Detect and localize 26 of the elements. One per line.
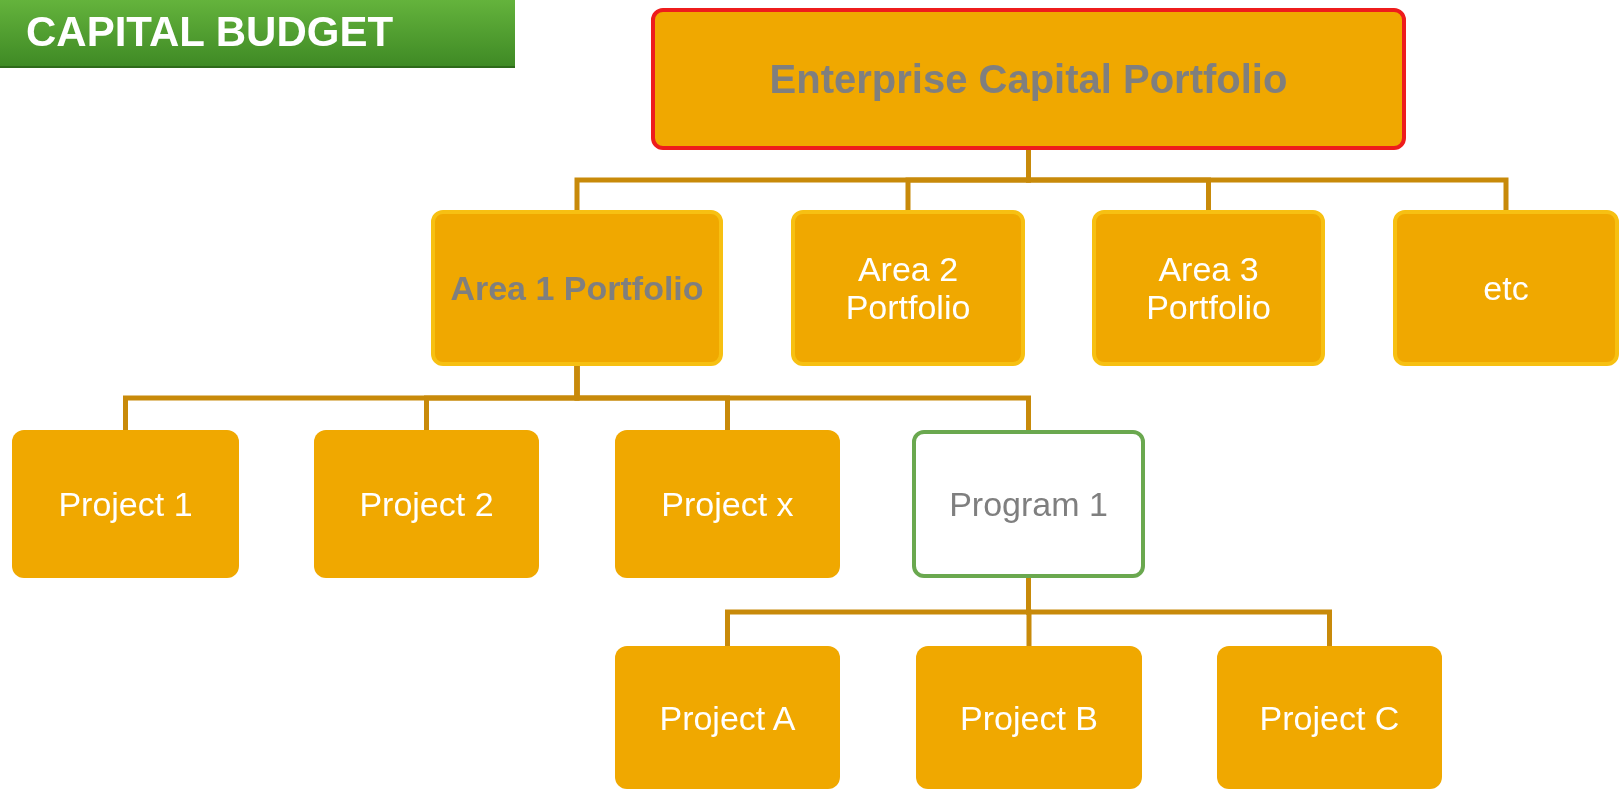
box-label: Project C bbox=[1258, 698, 1401, 737]
box-label: Project x bbox=[660, 485, 795, 523]
box-label: Project B bbox=[959, 698, 1099, 737]
org-box bbox=[12, 430, 239, 578]
box-label: Project 2 bbox=[358, 485, 495, 523]
box-label: Area 1 Portfolio bbox=[449, 269, 705, 307]
org-box bbox=[1393, 210, 1619, 366]
box-label: Program 1 bbox=[948, 485, 1109, 523]
title-banner: CAPITAL BUDGET bbox=[0, 0, 515, 68]
org-box bbox=[1092, 210, 1325, 366]
box-label: etc bbox=[1482, 269, 1530, 307]
org-box bbox=[651, 8, 1406, 150]
connector-line bbox=[574, 366, 1031, 430]
org-box bbox=[314, 430, 539, 578]
org-box bbox=[916, 646, 1142, 789]
connector-line bbox=[1026, 150, 1509, 210]
box-label: Project A bbox=[658, 698, 797, 737]
box-label: Area 3 Portfolio bbox=[1145, 250, 1272, 326]
box-label: Area 2 Portfolio bbox=[844, 250, 972, 326]
org-box bbox=[1217, 646, 1442, 789]
org-box bbox=[431, 210, 723, 366]
org-box bbox=[912, 430, 1145, 578]
org-box bbox=[615, 646, 840, 789]
box-label: Project 1 bbox=[57, 485, 194, 523]
org-box bbox=[791, 210, 1025, 366]
org-box bbox=[615, 430, 840, 578]
